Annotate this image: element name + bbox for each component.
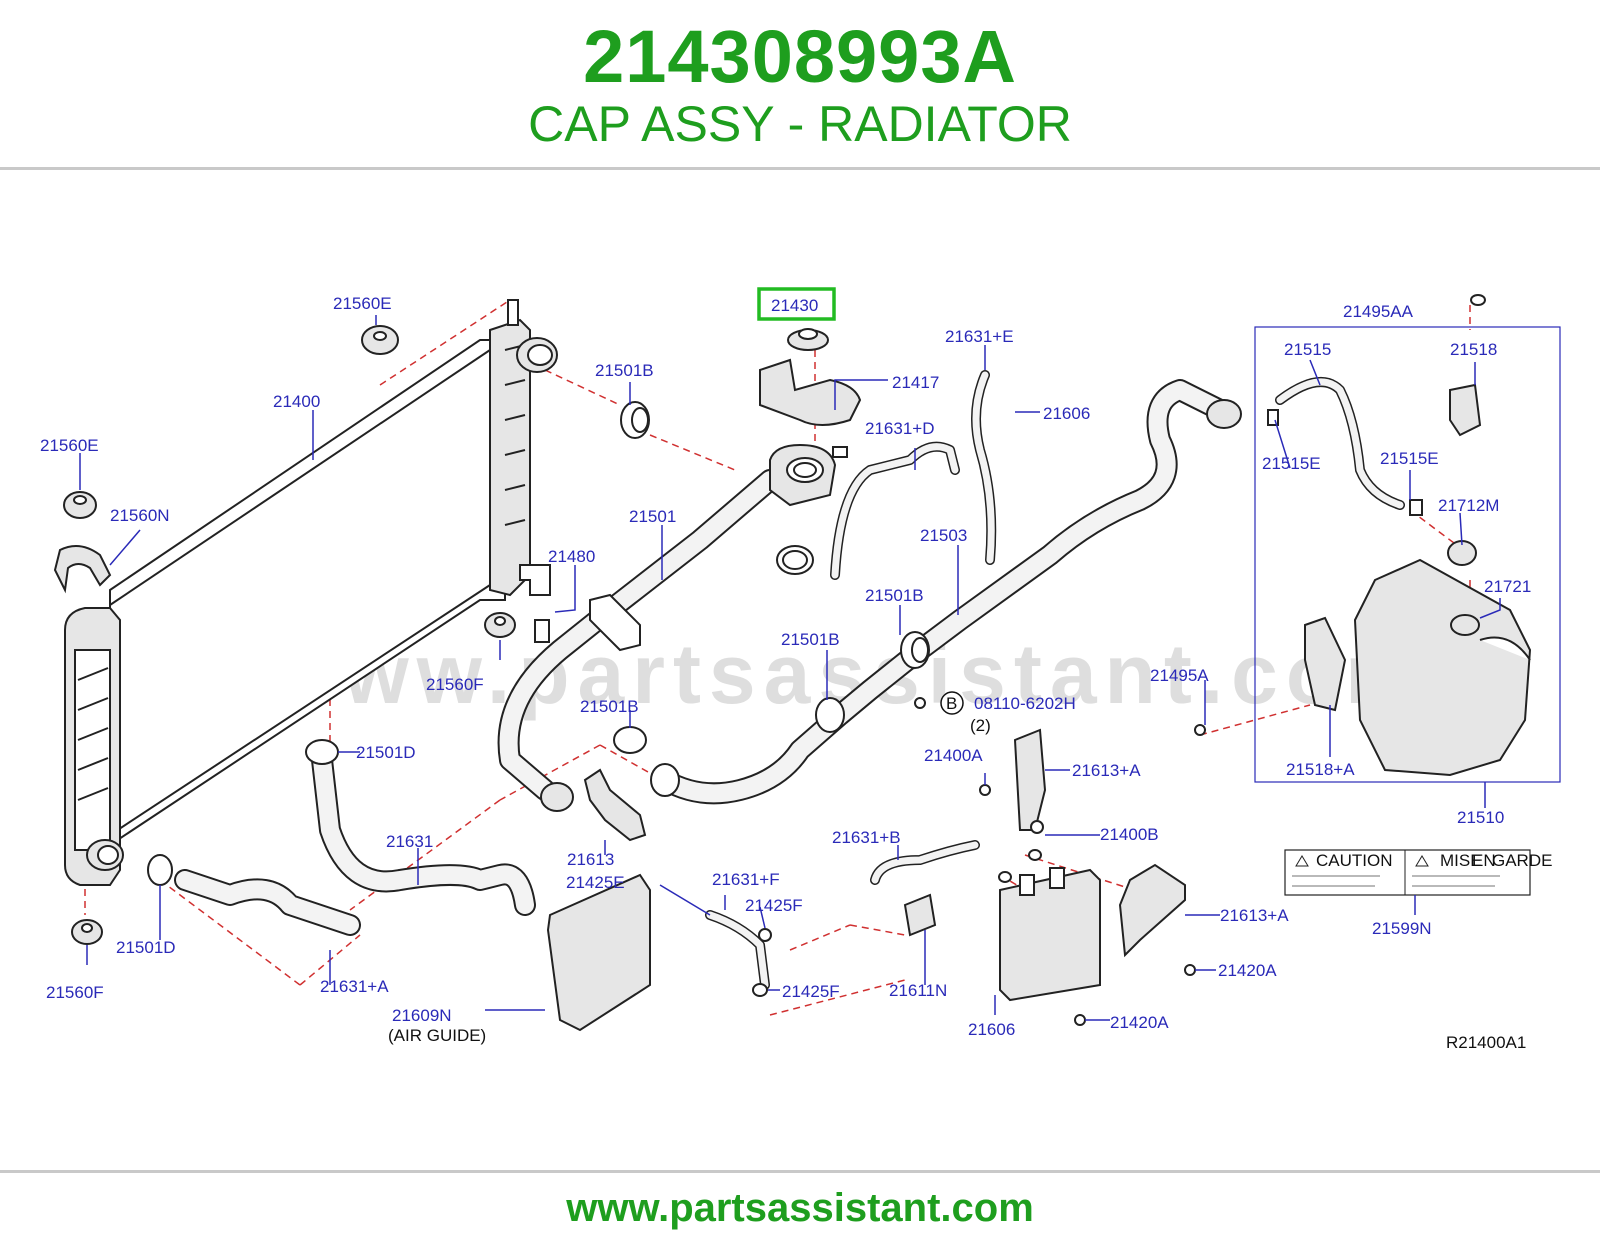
label-21609n-sub: (AIR GUIDE) <box>388 1026 486 1045</box>
rubber-mounts <box>63 325 550 945</box>
callout-b-circle <box>940 691 964 715</box>
label-21515e-right[interactable]: 21515E <box>1380 449 1439 468</box>
caution-label: CAUTION MISE EN GARDE <box>1284 849 1552 896</box>
leader-lines <box>79 315 1501 1021</box>
label-21721[interactable]: 21721 <box>1484 577 1531 596</box>
label-21495a[interactable]: 21495A <box>1150 666 1209 685</box>
label-21560e-left[interactable]: 21560E <box>40 436 99 455</box>
label-21560f-mid[interactable]: 21560F <box>426 675 484 694</box>
label-21501[interactable]: 21501 <box>629 507 676 526</box>
label-21400b[interactable]: 21400B <box>1100 825 1159 844</box>
label-21518[interactable]: 21518 <box>1450 340 1497 359</box>
label-21425f-bot[interactable]: 21425F <box>782 982 840 1001</box>
part-number-title: 214308993A <box>583 15 1017 98</box>
valve-21611n <box>903 893 937 937</box>
label-08110-6202h[interactable]: 08110-6202H <box>974 694 1076 713</box>
hose-clamps <box>147 401 930 997</box>
label-21501b-mid[interactable]: 21501B <box>865 586 924 605</box>
label-21560e-top[interactable]: 21560E <box>333 294 392 313</box>
label-21613a-top[interactable]: 21613+A <box>1072 761 1141 780</box>
header-divider <box>0 167 1600 170</box>
label-21712m[interactable]: 21712M <box>1438 496 1499 515</box>
label-21420a-bot[interactable]: 21420A <box>1110 1013 1169 1032</box>
label-08110-qty: (2) <box>970 716 991 735</box>
label-21560n[interactable]: 21560N <box>110 506 170 525</box>
label-callout-b: B <box>946 694 957 713</box>
label-21501d-mid[interactable]: 21501D <box>356 743 416 762</box>
label-21613a-bot[interactable]: 21613+A <box>1220 906 1289 925</box>
label-21631-a[interactable]: 21631+A <box>320 977 389 996</box>
bracket-21613 <box>583 768 647 842</box>
en-text: EN <box>1472 851 1496 870</box>
mise-text: MISE <box>1440 851 1482 870</box>
label-21606-top[interactable]: 21606 <box>1043 404 1090 423</box>
label-21515[interactable]: 21515 <box>1284 340 1331 359</box>
reservoir-tank <box>1267 294 1532 777</box>
label-21560f-bot[interactable]: 21560F <box>46 983 104 1002</box>
label-21609n[interactable]: 21609N <box>392 1006 452 1025</box>
reservoir-group-box <box>1254 326 1561 783</box>
label-21400[interactable]: 21400 <box>273 392 320 411</box>
label-21425e[interactable]: 21425E <box>566 873 625 892</box>
label-21631-d[interactable]: 21631+D <box>865 419 934 438</box>
label-21518-a[interactable]: 21518+A <box>1286 760 1355 779</box>
part-labels: 21560E 21400 21560E 21560N 21501B 21430 … <box>40 294 1531 1052</box>
label-21430[interactable]: 21430 <box>771 296 818 315</box>
label-21631-f[interactable]: 21631+F <box>712 870 780 889</box>
label-21495aa[interactable]: 21495AA <box>1343 302 1414 321</box>
part-description: CAP ASSY - RADIATOR <box>528 96 1072 152</box>
caution-text: CAUTION <box>1316 851 1393 870</box>
label-21515e-left[interactable]: 21515E <box>1262 454 1321 473</box>
hoses <box>174 370 1405 990</box>
page-header: 214308993A CAP ASSY - RADIATOR <box>0 0 1600 168</box>
label-21501b-top[interactable]: 21501B <box>595 361 654 380</box>
label-21480[interactable]: 21480 <box>548 547 595 566</box>
label-21599n[interactable]: 21599N <box>1372 919 1432 938</box>
label-21606-bot[interactable]: 21606 <box>968 1020 1015 1039</box>
label-21631-e[interactable]: 21631+E <box>945 327 1014 346</box>
diagram-code: R21400A1 <box>1446 1033 1526 1052</box>
label-21631[interactable]: 21631 <box>386 832 433 851</box>
label-21613[interactable]: 21613 <box>567 850 614 869</box>
label-21400a[interactable]: 21400A <box>924 746 983 765</box>
filler-neck-assembly <box>759 328 862 507</box>
radiator-core <box>53 299 558 886</box>
label-21510[interactable]: 21510 <box>1457 808 1504 827</box>
garde-text: GARDE <box>1492 851 1552 870</box>
label-21425f-top[interactable]: 21425F <box>745 896 803 915</box>
label-21420a-top[interactable]: 21420A <box>1218 961 1277 980</box>
label-21631-b[interactable]: 21631+B <box>832 828 901 847</box>
label-21501b-bot[interactable]: 21501B <box>580 697 639 716</box>
footer-url[interactable]: www.partsassistant.com <box>566 1186 1034 1230</box>
label-21611n[interactable]: 21611N <box>889 981 947 1000</box>
footer-divider <box>0 1170 1600 1173</box>
bracket-21613-a <box>1013 728 1186 958</box>
canister-21606 <box>998 849 1101 1002</box>
highlight-box <box>757 287 836 321</box>
label-21417[interactable]: 21417 <box>892 373 939 392</box>
label-21501b-low[interactable]: 21501B <box>781 630 840 649</box>
label-21503[interactable]: 21503 <box>920 526 967 545</box>
air-guide-21609n <box>546 873 651 1032</box>
label-21501d-bot[interactable]: 21501D <box>116 938 176 957</box>
